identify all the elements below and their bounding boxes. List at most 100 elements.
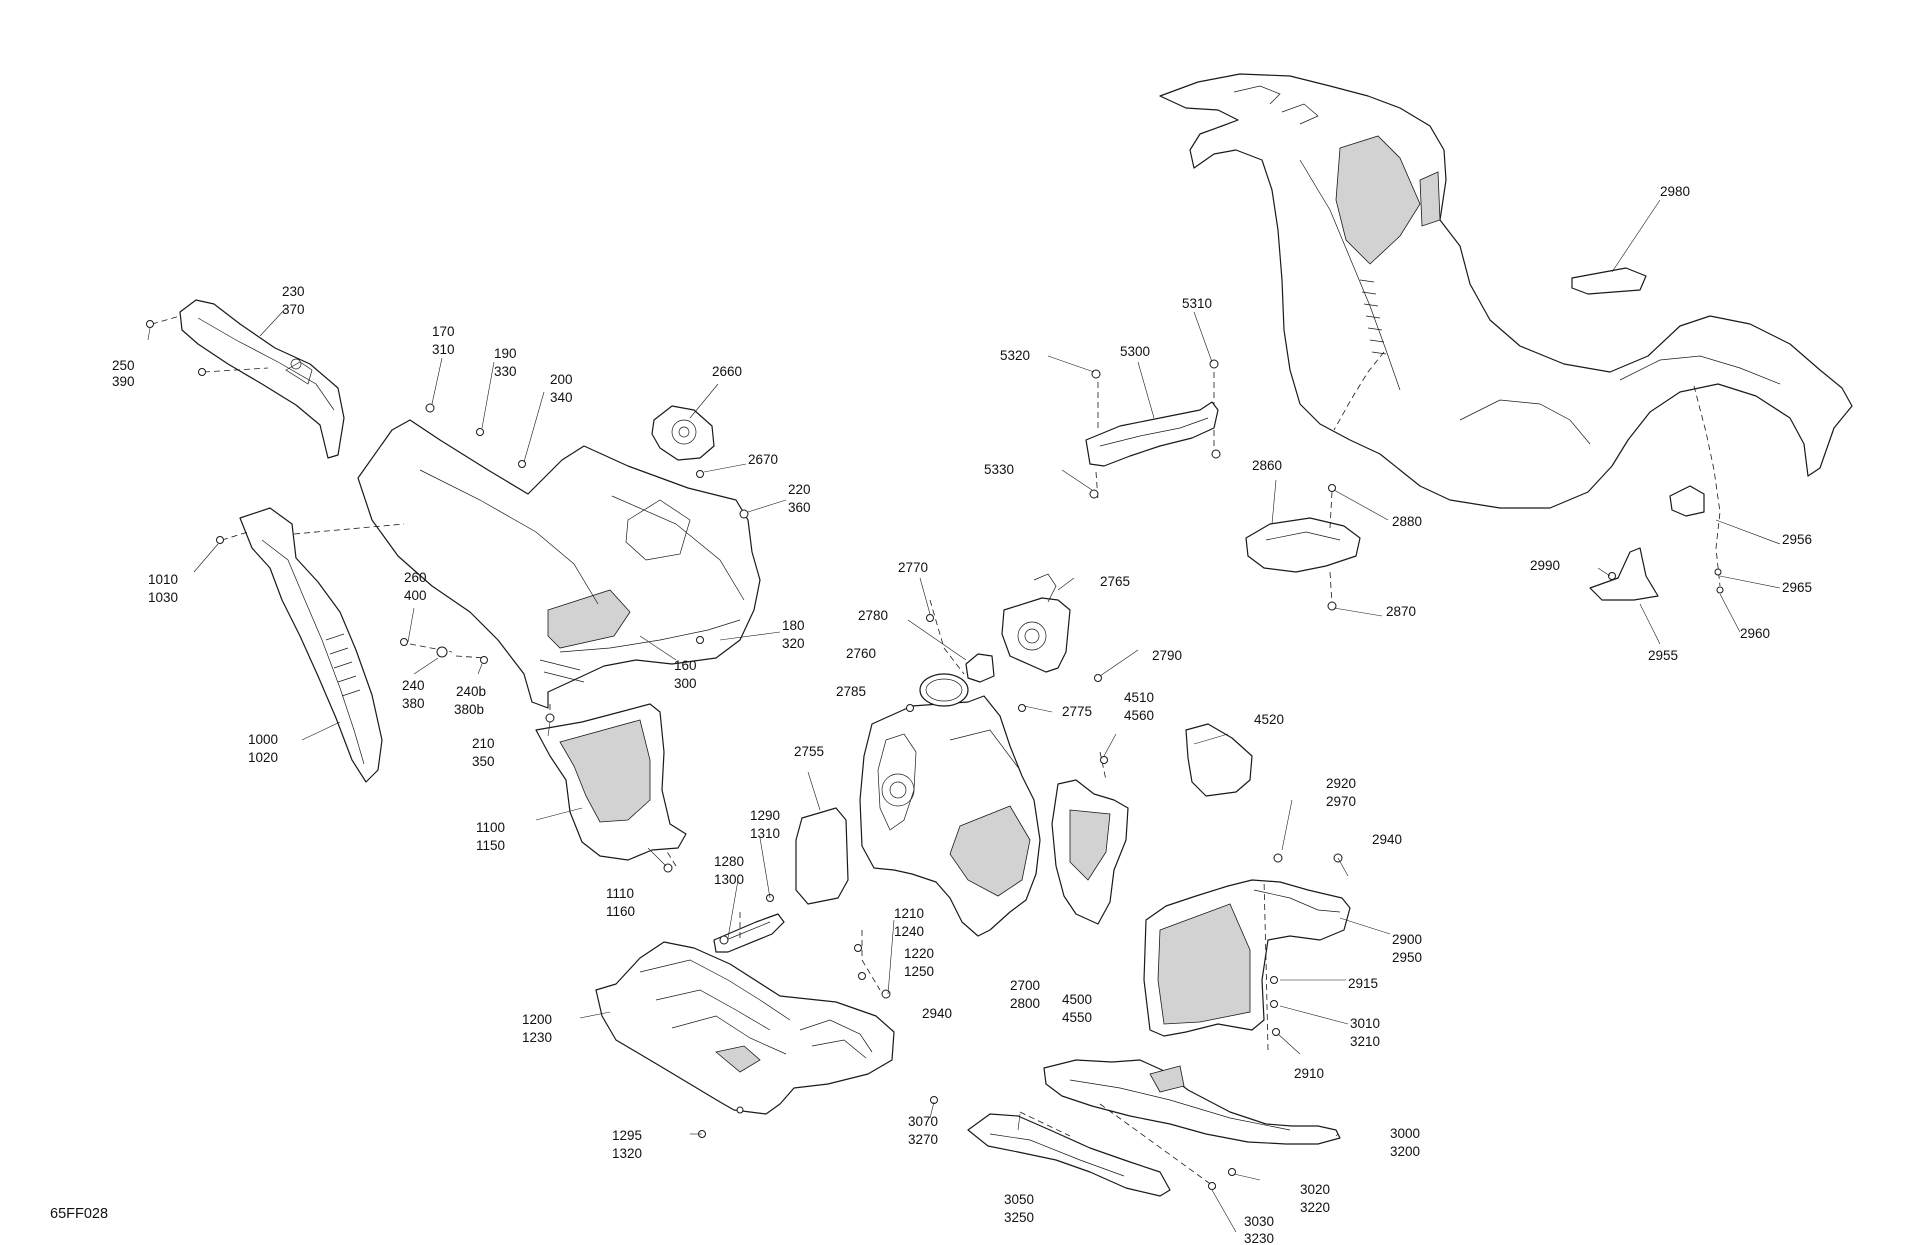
fasteners bbox=[146, 320, 1724, 1190]
callout-4500: 4500 bbox=[1062, 992, 1092, 1007]
callout-360: 360 bbox=[788, 500, 811, 515]
callout-370: 370 bbox=[282, 302, 305, 317]
callout-1290: 1290 bbox=[750, 808, 780, 823]
callout-2660: 2660 bbox=[712, 364, 742, 379]
callout-1110: 1110 bbox=[606, 886, 634, 901]
part-cap-2660 bbox=[651, 405, 715, 461]
callout-390: 390 bbox=[112, 374, 135, 389]
callout-3070: 3070 bbox=[908, 1114, 938, 1129]
callout-4560: 4560 bbox=[1124, 708, 1154, 723]
callout-3000: 3000 bbox=[1390, 1126, 1420, 1141]
assembly-leader-lines bbox=[151, 315, 1721, 1189]
callout-1250: 1250 bbox=[904, 964, 934, 979]
callout-2920: 2920 bbox=[1326, 776, 1356, 791]
callout-220: 220 bbox=[788, 482, 811, 497]
callout-1100: 1100 bbox=[476, 820, 505, 835]
callout-400: 400 bbox=[404, 588, 427, 603]
callout-350: 350 bbox=[472, 754, 495, 769]
part-lower-trim-3050 bbox=[967, 1113, 1171, 1197]
part-knob-2780 bbox=[965, 653, 995, 683]
part-upper-body-panel-160 bbox=[357, 419, 761, 709]
callout-leaders bbox=[147, 199, 1781, 1233]
callout-1010: 1010 bbox=[148, 572, 178, 587]
callout-2940-a: 2940 bbox=[922, 1006, 952, 1021]
callout-2765: 2765 bbox=[1100, 574, 1130, 589]
callout-4510: 4510 bbox=[1124, 690, 1154, 705]
callout-3030: 3030 bbox=[1244, 1214, 1274, 1229]
callout-2910: 2910 bbox=[1294, 1066, 1324, 1081]
callout-3020: 3020 bbox=[1300, 1182, 1330, 1197]
callout-2940-b: 2940 bbox=[1372, 832, 1402, 847]
callout-2790: 2790 bbox=[1152, 648, 1182, 663]
callout-3250: 3250 bbox=[1004, 1210, 1034, 1225]
callout-1160: 1160 bbox=[606, 904, 635, 919]
part-floor-tray-1200 bbox=[595, 941, 895, 1115]
callout-2770: 2770 bbox=[898, 560, 928, 575]
callout-230: 230 bbox=[282, 284, 305, 299]
callout-5310: 5310 bbox=[1182, 296, 1212, 311]
callout-190: 190 bbox=[494, 346, 517, 361]
callout-380: 380 bbox=[402, 696, 425, 711]
callout-2785: 2785 bbox=[836, 684, 866, 699]
callout-330: 330 bbox=[494, 364, 517, 379]
callout-2956: 2956 bbox=[1782, 532, 1812, 547]
callout-340: 340 bbox=[550, 390, 573, 405]
callout-2960: 2960 bbox=[1740, 626, 1770, 641]
callout-labels: 230 370 250 390 170 310 190 330 200 340 … bbox=[112, 184, 1812, 1245]
callout-2980: 2980 bbox=[1660, 184, 1690, 199]
part-side-panel-2900 bbox=[1143, 879, 1351, 1037]
callout-1030: 1030 bbox=[148, 590, 178, 605]
callout-2860: 2860 bbox=[1252, 458, 1282, 473]
callout-2775: 2775 bbox=[1062, 704, 1092, 719]
figure-code: 65FF028 bbox=[50, 1206, 108, 1222]
callout-3270: 3270 bbox=[908, 1132, 938, 1147]
callout-3220: 3220 bbox=[1300, 1200, 1330, 1215]
part-side-bracket-4500 bbox=[1051, 779, 1129, 925]
part-bracket-5300 bbox=[1085, 401, 1219, 467]
callout-1200: 1200 bbox=[522, 1012, 552, 1027]
callout-1210: 1210 bbox=[894, 906, 924, 921]
callout-1230: 1230 bbox=[522, 1030, 552, 1045]
callout-2950: 2950 bbox=[1392, 950, 1422, 965]
callout-1000: 1000 bbox=[248, 732, 278, 747]
callout-2670: 2670 bbox=[748, 452, 778, 467]
part-bracket-2860 bbox=[1245, 517, 1361, 573]
callout-2990: 2990 bbox=[1530, 558, 1560, 573]
callout-2760: 2760 bbox=[846, 646, 876, 661]
callout-2970: 2970 bbox=[1326, 794, 1356, 809]
callout-3200: 3200 bbox=[1390, 1144, 1420, 1159]
part-cover-2755 bbox=[795, 807, 849, 905]
callout-1295: 1295 bbox=[612, 1128, 642, 1143]
callout-1280: 1280 bbox=[714, 854, 744, 869]
part-rear-frame bbox=[1159, 73, 1853, 509]
callout-1020: 1020 bbox=[248, 750, 278, 765]
part-handle-230 bbox=[179, 299, 345, 459]
callout-2755: 2755 bbox=[794, 744, 824, 759]
callout-2955: 2955 bbox=[1648, 648, 1678, 663]
callout-3230: 3230 bbox=[1244, 1231, 1274, 1245]
part-plate-2980 bbox=[1571, 267, 1647, 295]
callout-2900: 2900 bbox=[1392, 932, 1422, 947]
callout-2780: 2780 bbox=[858, 608, 888, 623]
part-ring-2760 bbox=[919, 673, 969, 707]
callout-260: 260 bbox=[404, 570, 427, 585]
part-center-console-2700 bbox=[859, 695, 1041, 937]
callout-250: 250 bbox=[112, 358, 135, 373]
callout-200: 200 bbox=[550, 372, 573, 387]
callout-160: 160 bbox=[674, 658, 697, 673]
callout-5300: 5300 bbox=[1120, 344, 1150, 359]
part-lower-panel-1100 bbox=[535, 703, 687, 861]
callout-300: 300 bbox=[674, 676, 697, 691]
callout-1310: 1310 bbox=[750, 826, 780, 841]
callout-3210: 3210 bbox=[1350, 1034, 1380, 1049]
callout-1240: 1240 bbox=[894, 924, 924, 939]
callout-180: 180 bbox=[782, 618, 805, 633]
callout-2915: 2915 bbox=[1348, 976, 1378, 991]
callout-4550: 4550 bbox=[1062, 1010, 1092, 1025]
callout-240: 240 bbox=[402, 678, 425, 693]
callout-2700: 2700 bbox=[1010, 978, 1040, 993]
callout-170: 170 bbox=[432, 324, 455, 339]
callout-210: 210 bbox=[472, 736, 495, 751]
callout-2800: 2800 bbox=[1010, 996, 1040, 1011]
